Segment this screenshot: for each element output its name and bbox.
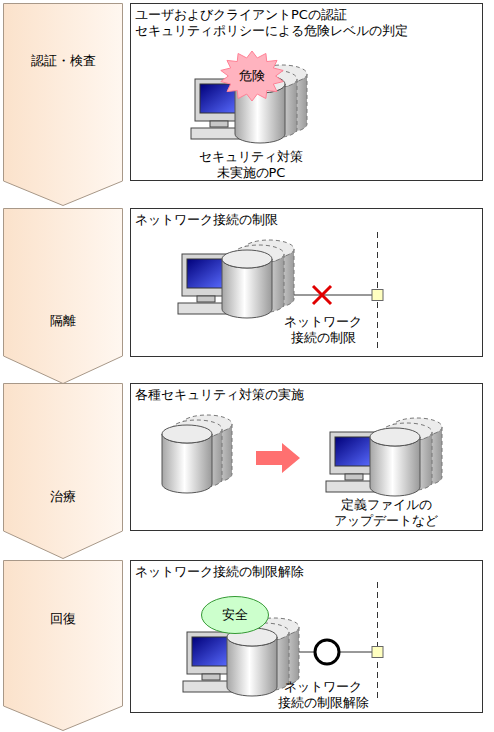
stage-label: 認証・検査 (3, 53, 123, 69)
stage-chevron-outline (3, 208, 123, 384)
stage-heading: ユーザおよびクライアントPCの認証 セキュリティポリシーによる危険レベルの判定 (135, 7, 480, 39)
remediation (162, 415, 442, 496)
stage-heading: 各種セキュリティ対策の実施 (135, 387, 480, 403)
stage-box: 危険 ユーザおよびクライアントPCの認証 セキュリティポリシーによる危険レベルの判… (130, 3, 483, 181)
stage-label: 治療 (3, 489, 123, 505)
pc-caption: ネットワーク 接続の制限解除 (258, 679, 388, 711)
client-pc (191, 65, 307, 143)
stage-chevron: 隔離 (3, 208, 123, 384)
stage-label: 回復 (3, 611, 123, 627)
status-label: 危険 (219, 68, 285, 84)
stage-chevron: 認証・検査 (3, 3, 123, 206)
stage-box: 各種セキュリティ対策の実施定義ファイルの アップデートなど (130, 383, 483, 531)
status-label: 安全 (201, 607, 269, 623)
stage-heading: ネットワーク接続の制限 (135, 212, 480, 228)
pc-caption: セキュリティ対策 未実施のPC (181, 149, 321, 181)
stage-heading: ネットワーク接続の制限解除 (135, 564, 480, 580)
safe-ellipse: 安全 (201, 596, 269, 634)
stage-chevron-outline (3, 3, 123, 206)
stage-chevron-outline (3, 560, 123, 731)
stage-chevron: 回復 (3, 560, 123, 731)
stage-box: ネットワーク接続の制限ネットワーク 接続の制限 (130, 208, 483, 357)
network-restricted (178, 232, 383, 348)
stage-label: 隔離 (3, 313, 123, 329)
stage-box: 安全 ネットワーク接続の制限解除ネットワーク 接続の制限解除 (130, 560, 483, 713)
stage-chevron: 治療 (3, 383, 123, 559)
danger-burst: 危険 (219, 50, 285, 102)
stage-chevron-outline (3, 383, 123, 559)
pc-caption: ネットワーク 接続の制限 (268, 314, 378, 346)
pc-caption: 定義ファイルの アップデートなど (321, 497, 451, 529)
